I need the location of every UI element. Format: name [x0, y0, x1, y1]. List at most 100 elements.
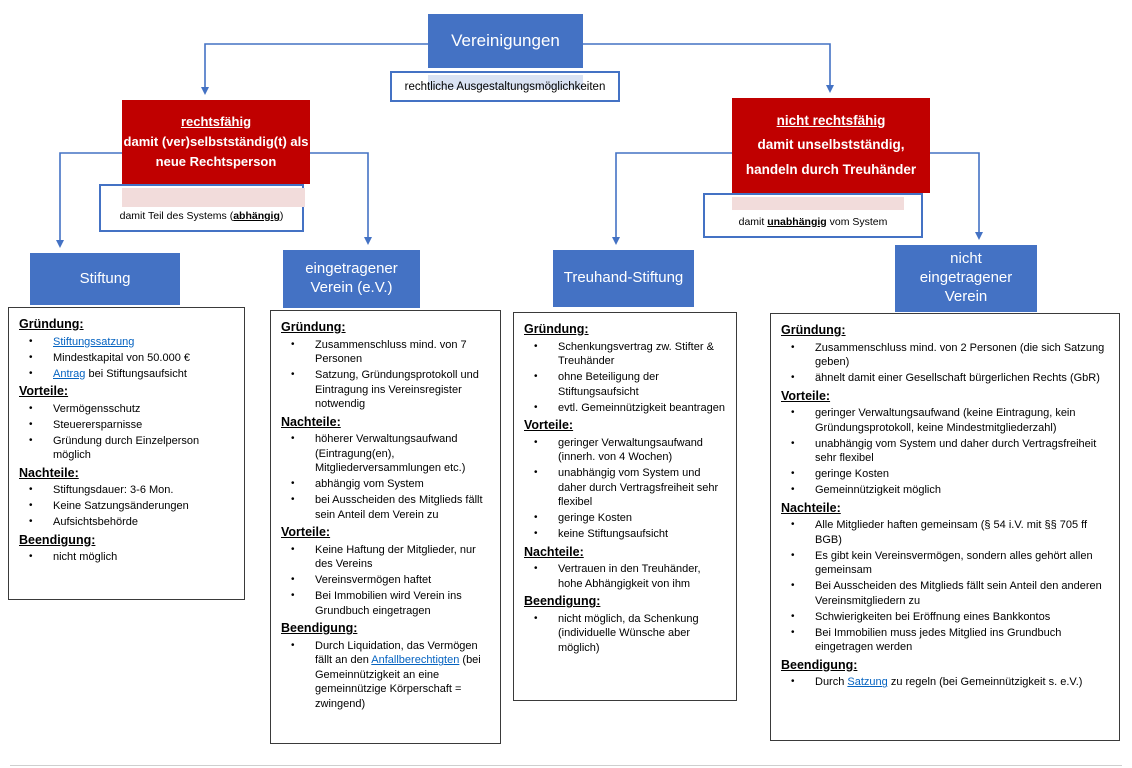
bullet-text: ohne Beteiligung der Stiftungsaufsicht — [558, 370, 728, 399]
section-heading: Vorteile: — [19, 384, 69, 399]
branch-note-text: damit Teil des Systems (abhängig) — [120, 210, 284, 222]
note-prefix: damit Teil des Systems ( — [119, 210, 234, 222]
bullet-text: Schenkungsvertrag zw. Stifter & Treuhänd… — [558, 340, 728, 369]
bullet-item: •Vereinsvermögen haftet — [281, 573, 492, 588]
text-segment: Bei Immobilien wird Verein ins Grundbuch… — [315, 590, 462, 617]
bullet-text: geringe Kosten — [815, 467, 1111, 482]
bullet-marker: • — [291, 639, 295, 651]
text-segment: ohne Beteiligung der Stiftungsaufsicht — [558, 371, 659, 398]
bullet-marker: • — [29, 418, 33, 430]
detail-box-eingetragener-verein: Gründung:•Zusammenschluss mind. von 7 Pe… — [270, 310, 501, 744]
detail-box-nicht-eingetragener-verein: Gründung: • Zusammenschluss mind. von 2 Pe… — [770, 313, 1120, 741]
bullet-text: Bei Immobilien wird Verein ins Grundbuch… — [315, 589, 492, 618]
bullet-item: •geringer Verwaltungsaufwand (keine Eint… — [781, 406, 1111, 435]
section-heading: Nachteile: — [281, 414, 341, 429]
bullet-marker: • — [29, 402, 33, 414]
branch-overlap-strip — [732, 197, 904, 210]
bullet-item: •evtl. Gemeinnützigkeit beantragen — [524, 401, 728, 416]
bullet-text: geringer Verwaltungsaufwand (innerh. von… — [558, 436, 728, 465]
section-heading: Beendigung: — [781, 657, 858, 672]
bullet-text: Aufsichtsbehörde — [53, 515, 236, 530]
bullet-text: Gründung durch Einzelperson möglich — [53, 434, 236, 463]
text-segment: Durch Liquidation, das Vermögen fällt an… — [315, 639, 478, 667]
section-heading: Gründung: — [781, 323, 846, 337]
hyperlink[interactable]: Satzung — [847, 676, 888, 689]
text-segment: Keine Satzungsänderungen — [53, 500, 189, 513]
text-segment: keine Stiftungsaufsicht — [558, 528, 669, 541]
bullet-marker: • — [791, 549, 795, 561]
branch-overlap-strip — [122, 188, 305, 207]
text-segment: bei Ausscheiden des Mitglieds fällt sein… — [315, 494, 483, 521]
bullet-marker: • — [29, 434, 33, 446]
text-segment: Bei Immobilien muss jedes Mitglied ins G… — [815, 626, 1062, 654]
bullet-item: •geringe Kosten — [781, 467, 1111, 482]
bullet-text: Vereinsvermögen haftet — [315, 573, 492, 588]
text-segment: geringer Verwaltungsaufwand (innerh. von… — [558, 436, 703, 464]
root-overlap-strip — [428, 75, 583, 89]
bullet-text: Keine Haftung der Mitglieder, nur des Ve… — [315, 543, 492, 572]
bullet-text: Zusammenschluss mind. von 7 Personen — [315, 338, 492, 367]
bullet-text: Antrag bei Stiftungsaufsicht — [53, 367, 236, 382]
bullet-text: Es gibt kein Vereinsvermögen, sondern al… — [815, 549, 1111, 578]
text-segment: höherer Verwaltungsaufwand (Eintragung(e… — [315, 433, 466, 475]
bullet-item: •Zusammenschluss mind. von 7 Personen — [281, 338, 492, 367]
bullet-item: •Vertrauen in den Treuhänder, hohe Abhän… — [524, 562, 728, 591]
bullet-item: • nicht möglich, da Schenkung (individuel… — [524, 612, 728, 656]
bullet-item: •Keine Satzungsänderungen — [19, 499, 236, 514]
bullet-text: Schwierigkeiten bei Eröffnung eines Bank… — [815, 610, 1111, 625]
bullet-item: •Bei Ausscheiden des Mitglieds fällt sei… — [781, 579, 1111, 608]
section-heading: Beendigung: — [19, 532, 96, 547]
bullet-text: Bei Ausscheiden des Mitglieds fällt sein… — [815, 579, 1111, 608]
bullet-item: •geringer Verwaltungsaufwand (innerh. vo… — [524, 436, 728, 465]
bullet-text: Vertrauen in den Treuhänder, hohe Abhäng… — [558, 562, 728, 591]
bullet-item: • Bei Immobilien wird Verein ins Grundbuc… — [281, 589, 492, 618]
bullet-marker: • — [291, 478, 295, 490]
bullet-item: •Satzung, Gründungsprotokoll und Eintrag… — [281, 368, 492, 412]
bullet-marker: • — [534, 467, 538, 479]
hyperlink[interactable]: Antrag — [53, 367, 86, 380]
bullet-marker: • — [534, 612, 538, 624]
bullet-item: •Bei Immobilien muss jedes Mitglied ins … — [781, 626, 1111, 655]
bullet-marker: • — [534, 512, 538, 524]
bullet-marker: • — [791, 341, 795, 353]
text-segment: Gemeinnützigkeit möglich — [815, 484, 941, 497]
category-title-line: eingetragener — [919, 269, 1013, 287]
text-segment: Zusammenschluss mind. von 7 Personen — [315, 338, 467, 366]
bullet-item: •Schwierigkeiten bei Eröffnung eines Ban… — [781, 610, 1111, 625]
hyperlink[interactable]: Stiftungssatzung — [53, 335, 135, 348]
bullet-text: nicht möglich, da Schenkung (individuell… — [558, 612, 728, 656]
section-heading: Gründung: — [524, 322, 589, 336]
text-segment: unabhängig vom System und daher durch Ve… — [558, 467, 719, 509]
text-segment: ähnelt damit einer Gesellschaft bürgerli… — [815, 372, 1100, 385]
bullet-marker: • — [791, 519, 795, 531]
text-segment: geringe Kosten — [815, 468, 889, 481]
hyperlink[interactable]: Anfallberechtigten — [371, 654, 460, 667]
bullet-text: Stiftungsdauer: 3-6 Mon. — [53, 483, 236, 498]
bullet-marker: • — [791, 676, 795, 688]
category-title-line: Stiftung — [79, 269, 131, 287]
bullet-text: Gemeinnützigkeit möglich — [815, 483, 1111, 498]
bullet-text: Zusammenschluss mind. von 2 Personen (di… — [815, 341, 1111, 370]
bullet-text: geringe Kosten — [558, 511, 728, 526]
category-box-treuhand-stiftung: Treuhand-Stiftung — [553, 250, 694, 307]
branch-line: handeln durch Treuhänder — [745, 161, 917, 177]
bullet-marker: • — [291, 590, 295, 602]
bullet-item: • ähnelt damit einer Gesellschaft bürgerl… — [781, 371, 1111, 386]
text-segment: (bei Gemeinnützigkeit an eine gemeinnütz… — [315, 654, 481, 710]
bullet-item: •nicht möglich — [19, 550, 236, 565]
section-heading: Nachteile: — [19, 465, 79, 480]
category-title-line: eingetragener — [305, 260, 398, 278]
text-segment: abhängig vom System — [315, 478, 424, 491]
bullet-marker: • — [791, 372, 795, 384]
bullet-text: bei Ausscheiden des Mitglieds fällt sein… — [315, 493, 492, 522]
bullet-marker: • — [534, 401, 538, 413]
text-segment: Es gibt kein Vereinsvermögen, sondern al… — [815, 549, 1093, 577]
bullet-text: abhängig vom System — [315, 477, 492, 492]
bullet-marker: • — [29, 516, 33, 528]
note-underlined-word: abhängig — [233, 210, 280, 222]
text-segment: bei Stiftungsaufsicht — [85, 367, 187, 380]
detail-box-treuhand-stiftung: Gründung: • Schenkungsvertrag zw. Stifter … — [513, 312, 737, 701]
category-title-line: Verein — [944, 287, 988, 305]
